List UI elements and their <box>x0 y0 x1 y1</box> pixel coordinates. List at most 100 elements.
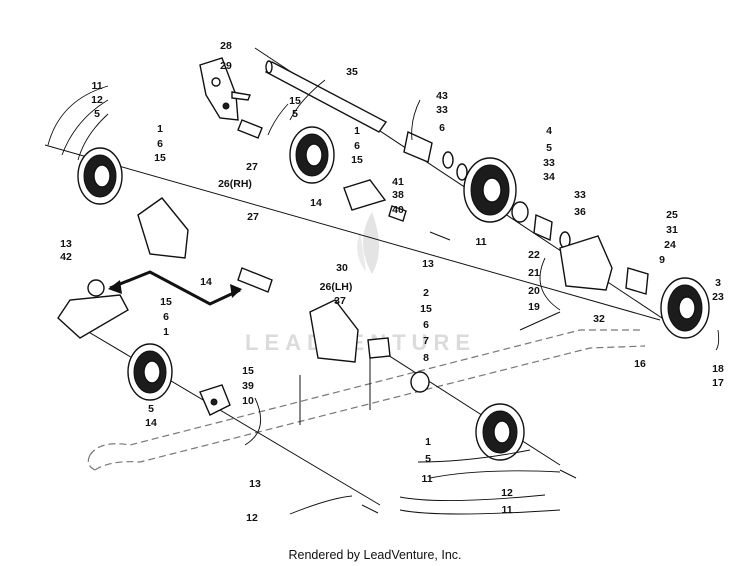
callout-15: 15 <box>160 296 172 308</box>
bolt-11-lower <box>559 469 577 479</box>
callout-15: 15 <box>420 303 432 315</box>
mount-bracket-41 <box>343 179 387 211</box>
callout-33: 33 <box>543 157 555 169</box>
callout-27: 27 <box>247 211 259 223</box>
callout-17: 17 <box>712 377 724 389</box>
callout-37: 37 <box>334 295 346 307</box>
callout-25: 25 <box>666 209 678 221</box>
bolt-11 <box>429 231 451 241</box>
callout-40: 40 <box>392 204 404 216</box>
part-callouts: 28 29 35 15 5 11 12 5 1 6 15 1 6 15 27 2… <box>60 40 724 524</box>
callout-29: 29 <box>220 60 232 72</box>
callout-36: 36 <box>574 206 586 218</box>
block-2 <box>367 337 391 359</box>
idler-wheel-upper-center <box>289 126 335 184</box>
wheel-hub <box>678 296 696 320</box>
swing-arm-body <box>57 294 129 339</box>
callout-5: 5 <box>425 453 431 465</box>
pivot-bracket <box>199 57 251 121</box>
callout-12: 12 <box>246 512 258 524</box>
callout-21: 21 <box>528 267 540 279</box>
callout-6: 6 <box>354 140 360 152</box>
callout-41: 41 <box>392 176 404 188</box>
callout-32: 32 <box>593 313 605 325</box>
callout-16: 16 <box>634 358 646 370</box>
callout-13: 13 <box>60 238 72 250</box>
pivot-bracket-body <box>199 57 239 121</box>
wheel-hub <box>143 360 161 384</box>
bearing-34 <box>511 201 529 223</box>
callout-6: 6 <box>439 122 445 134</box>
bolts <box>361 231 577 514</box>
idler-wheel-lower-left <box>127 343 173 401</box>
watermark-flame-inner-icon <box>357 232 366 272</box>
callout-15: 15 <box>154 152 166 164</box>
relocation-arrow <box>109 270 241 306</box>
callout-22: 22 <box>528 249 540 261</box>
callout-6: 6 <box>157 138 163 150</box>
callout-31: 31 <box>666 224 678 236</box>
callout-15: 15 <box>289 95 301 107</box>
adjuster-bolt-19 <box>519 311 561 331</box>
bearing-8 <box>410 371 430 393</box>
callout-33: 33 <box>574 189 586 201</box>
side-plate-lh <box>309 299 359 363</box>
ski-rail <box>87 329 646 471</box>
callout-38: 38 <box>392 189 404 201</box>
spacer-tube-upper <box>237 119 263 139</box>
side-plates <box>137 179 613 363</box>
spacer-tube-30 <box>237 267 273 293</box>
callout-14: 14 <box>145 417 157 429</box>
arrow-head-left <box>108 280 122 294</box>
callout-11: 11 <box>501 504 512 516</box>
callout-12: 12 <box>91 94 103 106</box>
cross-shaft-body <box>265 61 388 133</box>
callout-42: 42 <box>60 251 72 263</box>
callout-15: 15 <box>351 154 363 166</box>
washer-33 <box>442 151 454 169</box>
callout-5: 5 <box>148 403 154 415</box>
callout-39: 39 <box>242 380 254 392</box>
callout-5: 5 <box>546 142 552 154</box>
washer-6 <box>456 163 468 181</box>
wheel-hub <box>493 420 511 444</box>
callout-19: 19 <box>528 301 540 313</box>
callout-4: 4 <box>546 125 552 137</box>
cross-shaft <box>265 60 388 133</box>
cross-shaft-end <box>265 60 273 74</box>
lower-bracket <box>199 384 231 416</box>
callout-20: 20 <box>528 285 540 297</box>
arrow-head-right <box>230 284 242 298</box>
callout-12: 12 <box>501 487 513 499</box>
callout-35: 35 <box>346 66 358 78</box>
callout-27: 27 <box>246 161 258 173</box>
callout-43: 43 <box>436 90 448 102</box>
callout-8: 8 <box>423 352 429 364</box>
callout-5: 5 <box>94 108 100 120</box>
front-axle-line <box>44 144 661 321</box>
idler-wheel-upper-right <box>463 157 517 223</box>
callout-14: 14 <box>310 197 322 209</box>
callout-11: 11 <box>421 473 432 485</box>
callout-6: 6 <box>423 319 429 331</box>
callout-28: 28 <box>220 40 232 52</box>
grease-fitting <box>231 91 251 101</box>
callout-26-lh: 26(LH) <box>320 281 353 293</box>
swing-arm <box>57 279 129 339</box>
callout-34: 34 <box>543 171 555 183</box>
callout-18: 18 <box>712 363 724 375</box>
watermark-flame-icon <box>363 212 379 274</box>
pivot-bracket-bolt <box>222 102 230 110</box>
callout-1: 1 <box>163 326 169 338</box>
callout-11: 11 <box>475 236 486 248</box>
wheel-hub <box>482 177 502 203</box>
bolt-11-bottom <box>361 504 379 514</box>
wheel-hub <box>305 143 323 167</box>
callout-7: 7 <box>423 335 429 347</box>
callout-5: 5 <box>292 108 298 120</box>
callout-13: 13 <box>422 258 434 270</box>
callout-13: 13 <box>249 478 261 490</box>
ski-rail-top <box>89 329 640 456</box>
